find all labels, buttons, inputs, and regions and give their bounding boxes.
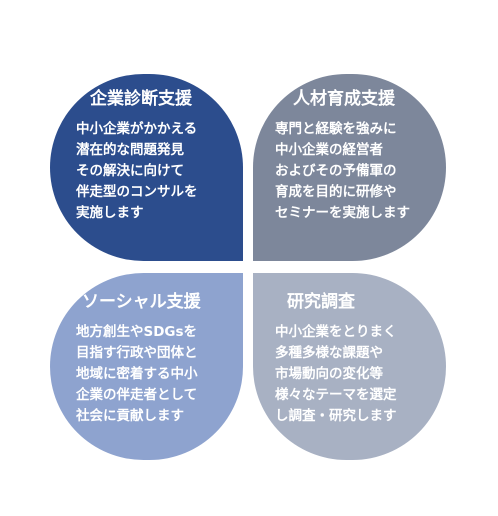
petal-research-survey: 研究調査 中小企業をとりまく 多種多様な課題や 市場動向の変化等 様々なテーマを… <box>253 273 446 460</box>
description-line: し調査・研究します <box>275 408 397 424</box>
description-line: およびその予備軍の <box>275 163 397 179</box>
petal-description: 専門と経験を強みに 中小企業の経営者 およびその予備軍の 育成を目的に研修や セ… <box>275 119 446 224</box>
description-line: 伴走型のコンサルを <box>76 184 198 200</box>
petal-title: ソーシャル支援 <box>82 292 201 312</box>
description-line: 潜在的な問題発見 <box>76 142 184 158</box>
description-line: 中小企業をとりまく <box>275 324 397 340</box>
description-line: 市場動向の変化等 <box>275 366 383 382</box>
petal-description: 中小企業がかかえる 潜在的な問題発見 その解決に向けて 伴走型のコンサルを 実施… <box>76 119 243 224</box>
description-line: 社会に貢献します <box>76 408 184 424</box>
description-line: 中小企業がかかえる <box>76 121 198 137</box>
description-line: 多種多様な課題や <box>275 345 383 361</box>
description-line: 育成を目的に研修や <box>275 184 397 200</box>
description-line: 様々なテーマを選定 <box>275 387 397 403</box>
description-line: 目指す行政や団体と <box>76 345 198 361</box>
description-line: 実施します <box>76 205 144 221</box>
description-line: 企業の伴走者として <box>76 387 198 403</box>
petal-description: 中小企業をとりまく 多種多様な課題や 市場動向の変化等 様々なテーマを選定 し調… <box>275 322 446 427</box>
petal-description: 地方創生やSDGsを 目指す行政や団体と 地域に密着する中小 企業の伴走者として… <box>76 322 243 427</box>
description-line: その解決に向けて <box>76 163 184 179</box>
petal-title: 研究調査 <box>287 292 355 312</box>
petal-corporate-diagnosis-support: 企業診断支援 中小企業がかかえる 潜在的な問題発見 その解決に向けて 伴走型のコ… <box>50 74 243 261</box>
petal-human-resource-development-support: 人材育成支援 専門と経験を強みに 中小企業の経営者 およびその予備軍の 育成を目… <box>253 74 446 261</box>
description-line: セミナーを実施します <box>275 205 410 221</box>
petal-title: 人材育成支援 <box>293 89 395 109</box>
description-line: 中小企業の経営者 <box>275 142 383 158</box>
description-line: 地域に密着する中小 <box>76 366 198 382</box>
petal-social-support: ソーシャル支援 地方創生やSDGsを 目指す行政や団体と 地域に密着する中小 企… <box>50 273 243 460</box>
petal-title: 企業診断支援 <box>90 89 192 109</box>
description-line: 専門と経験を強みに <box>275 121 397 137</box>
description-line: 地方創生やSDGsを <box>76 324 198 340</box>
